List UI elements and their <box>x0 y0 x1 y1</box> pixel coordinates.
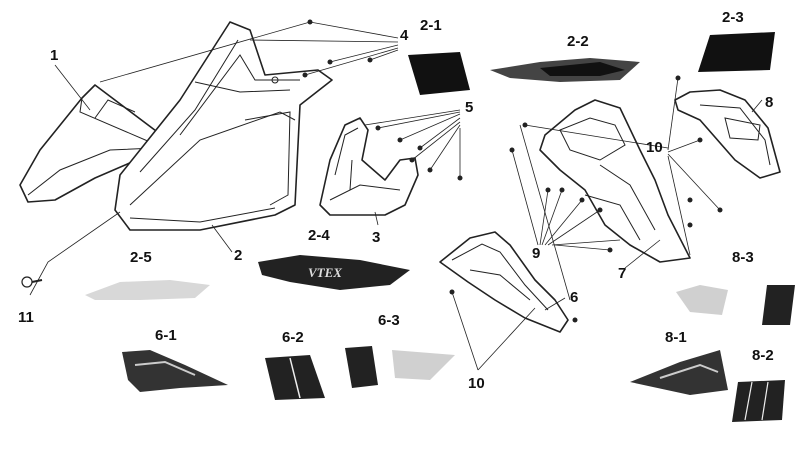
label-4: 4 <box>400 27 409 44</box>
label-2: 2 <box>234 247 242 264</box>
decal-8-2 <box>732 380 785 422</box>
decal-6-3 <box>345 346 455 388</box>
decal-2-1 <box>408 52 470 95</box>
label-6-3: 6-3 <box>378 312 400 329</box>
label-2-1: 2-1 <box>420 17 442 34</box>
decal-8-1 <box>630 350 728 395</box>
label-3: 3 <box>372 229 380 246</box>
label-5: 5 <box>465 99 473 116</box>
part-8-side-cover <box>674 89 781 179</box>
label-1: 1 <box>50 47 58 64</box>
decal-8-3 <box>676 285 795 325</box>
label-11: 11 <box>18 309 34 326</box>
part-6-lower-panel <box>439 231 569 333</box>
label-10-bottom: 10 <box>468 375 485 392</box>
label-2-5: 2-5 <box>130 249 152 266</box>
part-2-front-body <box>114 21 333 231</box>
part-3-headlight-cover <box>319 117 419 216</box>
label-6: 6 <box>570 289 578 306</box>
decal-6-1 <box>122 350 228 392</box>
fastener-dots <box>302 19 723 323</box>
label-6-1: 6-1 <box>155 327 177 344</box>
label-2-2: 2-2 <box>567 33 589 50</box>
label-6-2: 6-2 <box>282 329 304 346</box>
label-7: 7 <box>618 265 626 282</box>
label-8-3: 8-3 <box>732 249 754 266</box>
label-2-4: 2-4 <box>308 227 330 244</box>
label-10-top: 10 <box>646 139 663 156</box>
decal-6-2 <box>265 355 325 400</box>
decal-2-4: VTEX <box>258 255 410 290</box>
decal-2-3 <box>698 32 775 72</box>
label-9: 9 <box>532 245 540 262</box>
label-8-1: 8-1 <box>665 329 687 346</box>
callout-labels: 1 2 2-1 2-2 2-3 2-4 2-5 3 4 5 6 6-1 6-2 … <box>18 9 774 392</box>
part-1-front-cover <box>19 84 169 203</box>
screw-11 <box>21 276 43 288</box>
decal-2-4-text: VTEX <box>308 265 342 280</box>
label-8: 8 <box>765 94 773 111</box>
decal-2-2 <box>490 58 640 82</box>
label-8-2: 8-2 <box>752 347 774 364</box>
label-2-3: 2-3 <box>722 9 744 26</box>
part-7-center-panel <box>539 99 691 263</box>
decal-2-5 <box>85 280 210 300</box>
